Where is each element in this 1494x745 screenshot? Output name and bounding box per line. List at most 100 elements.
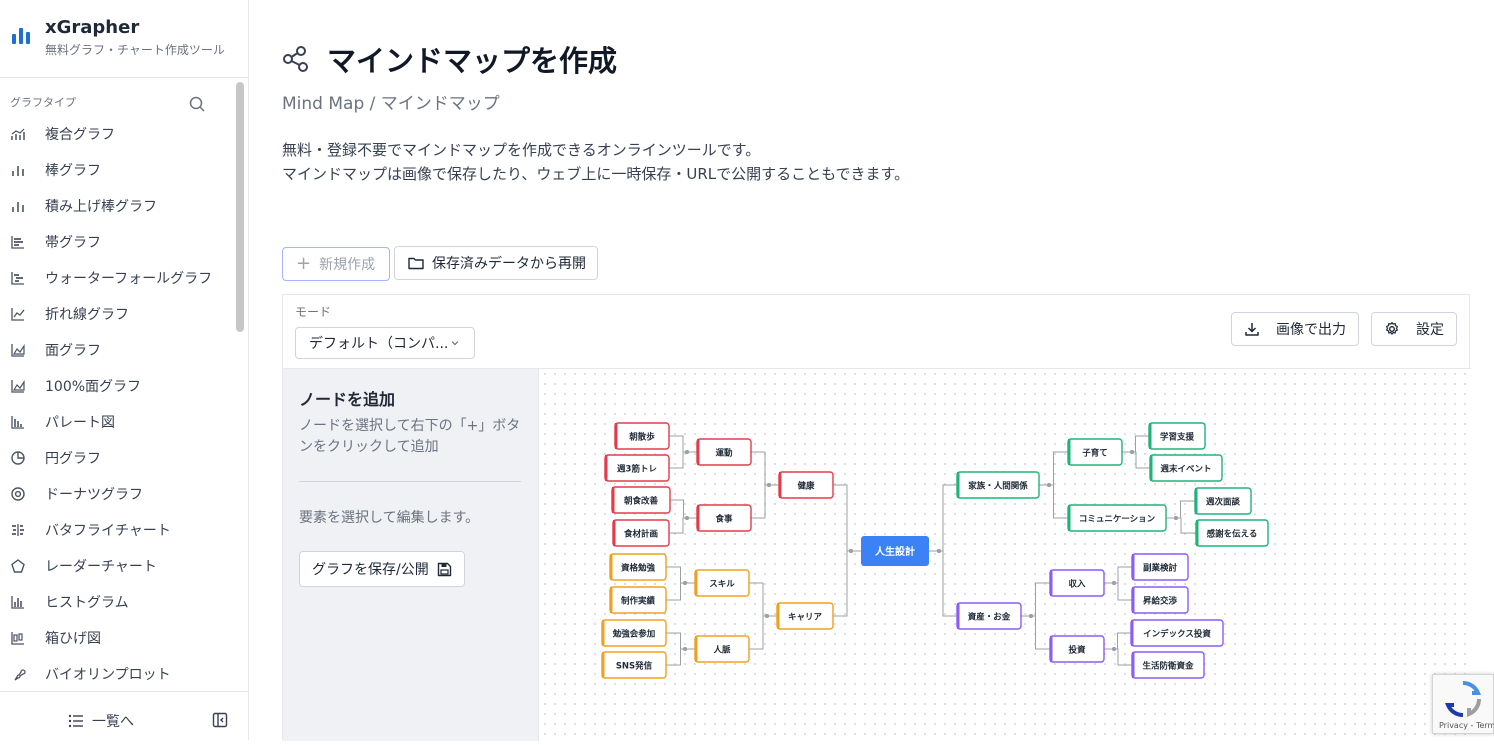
save-publish-button[interactable]: グラフを保存/公開 <box>299 551 465 587</box>
logo-icon <box>12 28 30 44</box>
node-label: 健康 <box>797 481 815 492</box>
mindmap-node[interactable]: スキル <box>694 569 750 597</box>
node-label: 週次面談 <box>1206 497 1241 508</box>
mindmap-node[interactable]: 制作実績 <box>609 586 667 614</box>
node-label: 人脈 <box>713 645 731 656</box>
mindmap-node[interactable]: 感謝を伝える <box>1195 519 1269 547</box>
collapse-handle-icon <box>849 549 853 553</box>
recaptcha-badge[interactable]: Privacy - Terms <box>1432 674 1494 734</box>
node-label: 制作実績 <box>621 596 656 607</box>
sidebar-collapse-icon[interactable] <box>212 712 228 728</box>
mindmap-node[interactable]: 収入 <box>1049 569 1105 597</box>
sidebar-item[interactable]: 面グラフ <box>0 332 234 368</box>
connector-line <box>666 648 695 666</box>
node-accent <box>1050 570 1053 596</box>
collapse-handle-icon <box>765 614 769 618</box>
node-accent <box>1196 520 1199 546</box>
sidebar-item-label: 箱ひげ図 <box>45 631 101 647</box>
mindmap-node[interactable]: キャリア <box>776 602 834 630</box>
mindmap-node[interactable]: 資格勉強 <box>609 553 667 581</box>
mindmap-node[interactable]: 運動 <box>696 438 752 466</box>
connector-line <box>1104 632 1131 650</box>
settings-label: 設定 <box>1416 322 1444 338</box>
node-accent <box>695 636 698 662</box>
mindmap-node[interactable]: 朝食改善 <box>611 486 671 514</box>
mindmap-node[interactable]: 学習支援 <box>1148 422 1206 450</box>
brand-header[interactable]: xGrapher 無料グラフ・チャート作成ツール <box>0 0 248 78</box>
collapse-handle-icon <box>685 450 689 454</box>
search-icon[interactable] <box>187 94 207 114</box>
connector-line <box>1166 517 1196 534</box>
pie-chart-icon <box>10 450 26 466</box>
mindmap-node[interactable]: インデックス投資 <box>1130 619 1224 647</box>
sidebar-item[interactable]: バイオリンプロット <box>0 656 234 690</box>
mindmap-node[interactable]: 勉強会参加 <box>601 619 667 647</box>
node-label: 週3筋トレ <box>617 464 657 475</box>
new-button[interactable]: + 新規作成 <box>282 247 390 281</box>
sidebar-item[interactable]: 折れ線グラフ <box>0 296 234 332</box>
percent-area-icon <box>10 378 26 394</box>
mindmap-node[interactable]: 健康 <box>778 471 834 499</box>
sidebar-item-label: 折れ線グラフ <box>45 307 129 323</box>
mindmap-canvas[interactable]: 健康 運動朝散歩週3筋トレ食事 朝食改善食材計画キャリアスキル 資格勉強制作実績人脈 勉… <box>540 369 1470 741</box>
combo-chart-icon <box>10 126 26 142</box>
sidebar-item[interactable]: 100%面グラフ <box>0 368 234 404</box>
node-label: 勉強会参加 <box>612 629 656 640</box>
sidebar-item[interactable]: 積み上げ棒グラフ <box>0 188 234 224</box>
sidebar-scrollbar[interactable] <box>236 82 244 332</box>
brand-subtitle: 無料グラフ・チャート作成ツール <box>45 43 225 57</box>
connector-line <box>1021 582 1050 617</box>
node-label: 資格勉強 <box>620 563 656 574</box>
node-label: 食事 <box>715 514 733 525</box>
collapse-handle-icon <box>767 483 771 487</box>
mindmap-node[interactable]: 副業検討 <box>1131 553 1189 581</box>
settings-button[interactable]: 設定 <box>1371 312 1457 346</box>
mindmap-node[interactable]: 週次面談 <box>1194 487 1252 515</box>
butterfly-icon <box>10 522 26 538</box>
mindmap-node[interactable]: 朝散歩 <box>614 422 670 450</box>
sidebar-item[interactable]: 棒グラフ <box>0 152 234 188</box>
resume-button[interactable]: 保存済みデータから再開 <box>394 246 598 280</box>
mindmap-node[interactable]: 資産・お金 <box>956 602 1022 630</box>
mindmap-node[interactable]: 食材計画 <box>612 519 670 547</box>
mindmap-node[interactable]: 昇給交渉 <box>1131 586 1189 614</box>
sidebar-item[interactable]: 複合グラフ <box>0 116 234 152</box>
mindmap-icon <box>283 46 308 72</box>
sidebar-item[interactable]: ヒストグラム <box>0 584 234 620</box>
mindmap-node[interactable]: 食事 <box>696 504 752 532</box>
page-subtitle: Mind Map / マインドマップ <box>282 94 500 114</box>
sidebar-item[interactable]: バタフライチャート <box>0 512 234 548</box>
connector-line <box>670 499 697 519</box>
sidebar-item[interactable]: 帯グラフ <box>0 224 234 260</box>
mindmap-node[interactable]: 生活防衛資金 <box>1131 651 1205 679</box>
mindmap-node[interactable]: 子育て <box>1067 438 1123 466</box>
collapse-handle-icon <box>1112 647 1116 651</box>
connector-line <box>1166 500 1195 519</box>
connector-line <box>666 566 695 584</box>
sidebar: xGrapher 無料グラフ・チャート作成ツール グラフタイプ 複合グラフ棒グラ… <box>0 0 249 740</box>
connector-line <box>833 484 861 552</box>
gear-icon <box>1386 321 1398 335</box>
mindmap-node[interactable]: 人脈 <box>694 635 750 663</box>
mindmap-node[interactable]: 週末イベント <box>1149 454 1223 482</box>
sidebar-item[interactable]: ドーナツグラフ <box>0 476 234 512</box>
sidebar-item[interactable]: レーダーチャート <box>0 548 234 584</box>
mindmap-node[interactable]: コミュニケーション <box>1067 504 1167 532</box>
mindmap-node[interactable]: 投資 <box>1049 635 1105 663</box>
mindmap-node[interactable]: 家族・人間関係 <box>956 471 1040 499</box>
sidebar-item[interactable]: 箱ひげ図 <box>0 620 234 656</box>
collapse-handle-icon <box>1112 581 1116 585</box>
mindmap-node[interactable]: 週3筋トレ <box>604 454 670 482</box>
mindmap-root-node[interactable]: 人生設計 <box>861 536 929 566</box>
mode-select[interactable]: デフォルト（コンパ... <box>295 327 475 359</box>
node-label: 副業検討 <box>1143 563 1178 574</box>
export-label: 画像で出力 <box>1276 322 1346 338</box>
export-image-button[interactable]: 画像で出力 <box>1231 312 1359 346</box>
list-button[interactable]: 一覧へ <box>68 711 134 731</box>
sidebar-item-label: 帯グラフ <box>45 235 101 251</box>
mindmap-node[interactable]: SNS発信 <box>601 651 667 679</box>
sidebar-item[interactable]: ウォーターフォールグラフ <box>0 260 234 296</box>
sidebar-item[interactable]: パレート図 <box>0 404 234 440</box>
sidebar-item[interactable]: 円グラフ <box>0 440 234 476</box>
